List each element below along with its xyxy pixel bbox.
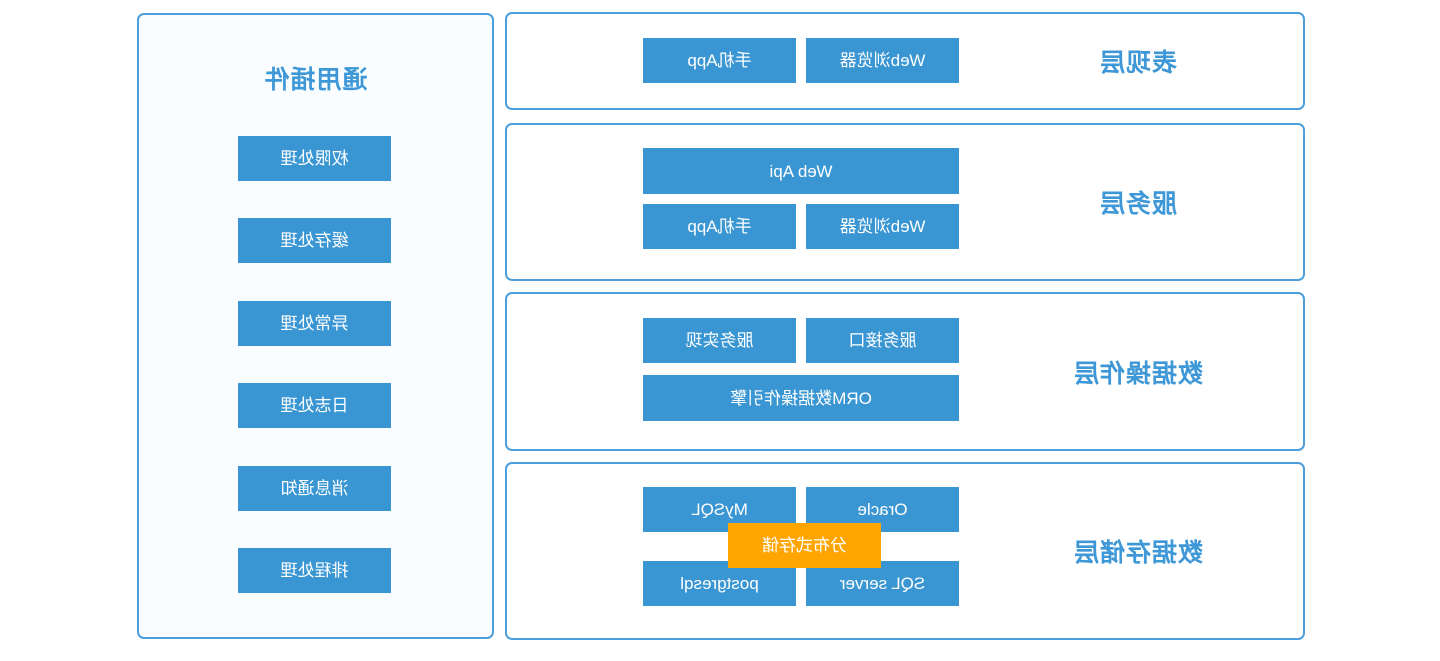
web-api-button[interactable]: Web Api: [643, 148, 959, 194]
common-plugins-panel: 通用插件 权限处理 缓存处理 异常处理 日志处理 消息通知 排程处理: [137, 13, 494, 639]
log-handling-button[interactable]: 日志处理: [238, 383, 391, 428]
web-browser-button[interactable]: Web浏览器: [806, 38, 959, 83]
cache-handling-button[interactable]: 缓存处理: [238, 218, 391, 263]
data-storage-layer-label: 数据存储层: [1073, 539, 1204, 567]
data-operation-layer-box: 数据操作层 服务接口 服务实现 ORM数据操作引擎: [505, 292, 1305, 451]
mobile-app-button[interactable]: 手机App: [643, 204, 796, 249]
service-layer-box: 服务层 Web Api Web浏览器 手机App: [505, 123, 1305, 281]
service-layer-label: 服务层: [1099, 190, 1178, 218]
data-storage-layer-box: 数据存储层 Oracle MySQL SQL server postgresql…: [505, 462, 1305, 640]
message-notification-button[interactable]: 消息通知: [238, 466, 391, 511]
presentation-layer-label: 表现层: [1099, 49, 1178, 77]
service-impl-button[interactable]: 服务实现: [643, 318, 796, 363]
web-browser-button[interactable]: Web浏览器: [806, 204, 959, 249]
data-operation-layer-label: 数据操作层: [1073, 359, 1204, 388]
mobile-app-button[interactable]: 手机App: [643, 38, 796, 83]
distributed-storage-button[interactable]: 分布式存储: [728, 523, 881, 568]
presentation-layer-box: 表现层 Web浏览器 手机App: [505, 12, 1305, 110]
orm-engine-button[interactable]: ORM数据操作引擎: [643, 375, 959, 421]
exception-handling-button[interactable]: 异常处理: [238, 301, 391, 346]
scheduler-handling-button[interactable]: 排程处理: [238, 548, 391, 593]
service-interface-button[interactable]: 服务接口: [806, 318, 959, 363]
permission-handling-button[interactable]: 权限处理: [238, 136, 391, 181]
common-plugins-title: 通用插件: [263, 66, 368, 94]
